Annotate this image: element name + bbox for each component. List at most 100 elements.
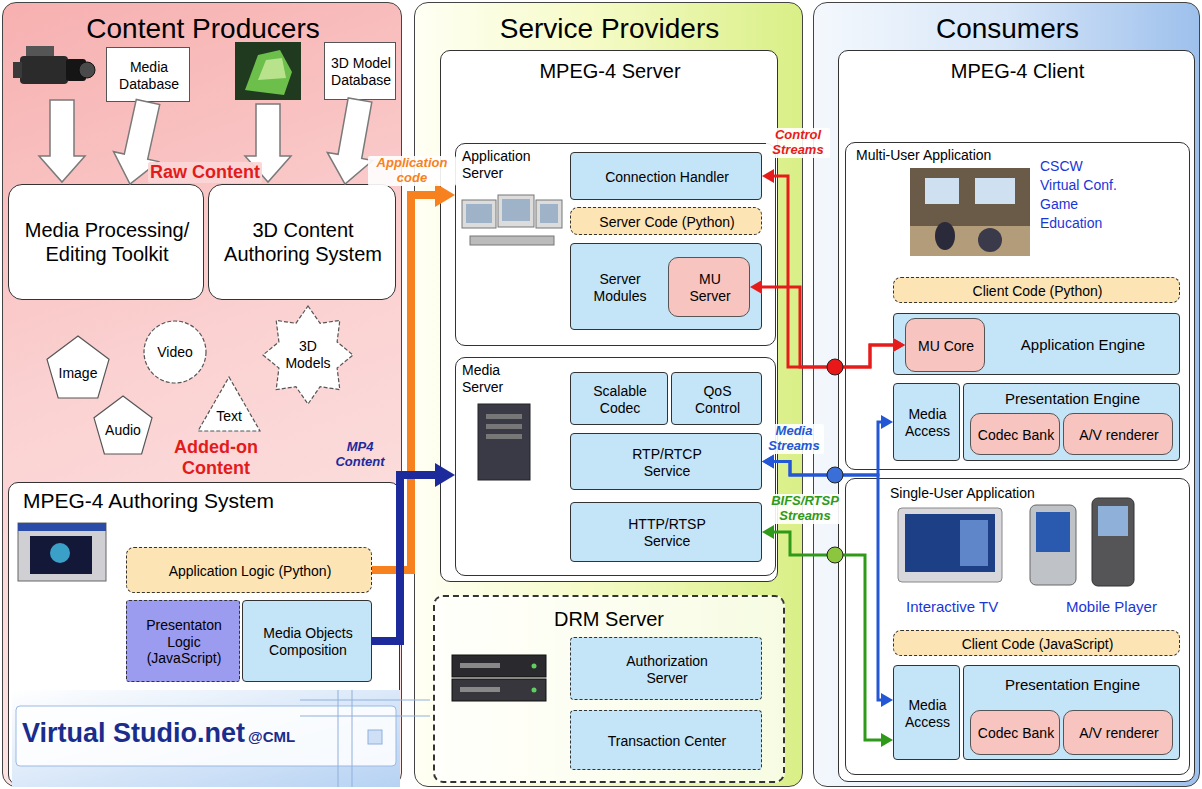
text-slot: MPEG-4 Server [441,57,779,87]
node-text: 3D Content Authoring System [215,219,391,266]
connector [762,169,905,367]
group-box: Single-User ApplicationClient Code (Java… [845,478,1190,775]
node-text: Application Logic (Python) [169,563,332,580]
text-slot: Client Code (Python) [898,279,1177,303]
pent-outline [94,396,152,454]
node-text: Content Producers [86,12,319,45]
node-text: Server Code (Python) [599,214,734,231]
annotation-label: Raw Content [148,162,262,183]
text-slot: Application Engine [990,316,1176,374]
tv-screen [905,514,995,572]
tool-box: Media Processing/ Editing Toolkit [8,184,204,300]
model-highlight [258,58,286,80]
annotation-label: Education [1040,215,1102,231]
module-box: Server ModulesMU Server [570,243,762,330]
label-slot: Mobile Player [1066,598,1157,616]
annotation-label: Mobile Player [1066,598,1157,615]
drive-slot [486,424,522,429]
junction-dot [827,547,843,563]
camera-lens [66,59,86,81]
monitor-screen [540,204,558,223]
circle-outline [144,321,206,383]
module-box: Scalable Codec [570,372,668,425]
arrowhead [893,338,905,352]
node-text: Audio [105,422,141,439]
connector [762,455,893,708]
camera-lens-glass [79,62,95,78]
annotation-label: Added-on Content [166,437,266,478]
tri-outline [198,377,260,431]
node-text: Codec Bank [978,427,1054,444]
node-text: A/V renderer [1079,427,1158,444]
drive-slot [486,414,522,419]
core-box: Codec Bank [970,710,1060,755]
node-text: Media Processing/ Editing Toolkit [15,219,199,266]
connector [750,280,905,367]
node-text: Application Engine [1021,336,1145,354]
text-slot: 3D Models [282,325,334,385]
text-slot: QoS Control [682,375,753,424]
rack-slot [460,663,500,668]
arrowhead [881,693,893,707]
node-text: Presentation Engine [1005,390,1140,408]
avatar [935,222,955,250]
connector-line [762,287,893,367]
application-server-picture [462,195,562,245]
annotation-label: Interactive TV [906,598,998,615]
node-text: Presentaton Logic (JavaScript) [130,617,238,667]
pentagon-shape: Audio [93,395,153,455]
logo-plate [16,706,396,766]
annotation-label: CSCW [1040,158,1083,174]
core-box: A/V renderer [1063,710,1173,755]
connector-label: Media Streams [764,424,824,454]
monitor [536,200,562,228]
text-slot: MU Core [916,321,976,371]
circle-shape: Video [143,320,207,384]
pda-body [1030,505,1076,585]
junction-dot [827,359,843,375]
connector [762,525,893,747]
node-text: MPEG-4 Authoring System [23,489,274,514]
picture-ground [235,42,301,100]
tv-menu [960,520,988,566]
text-slot: 3D Model Database [327,45,395,99]
node-text: Scalable Codec [575,383,665,416]
arrowhead [435,183,455,207]
node-text: Multi-User Application [856,147,991,164]
region-panel: Service ProvidersMPEG-4 ServerApplicatio… [414,2,803,787]
scene-floor [910,226,1030,256]
text-slot: Media Objects Composition [247,604,369,680]
text-slot: Codec Bank [974,416,1058,454]
database-box: 3D Model Database [324,42,396,100]
rack-unit [452,655,546,677]
connector [327,98,372,184]
text-slot: RTP/RTCP Service [617,436,717,489]
keyboard [470,236,554,245]
authoring-screenshot [18,523,106,581]
text-slot: MU Server [681,260,739,316]
node-text: RTP/RTCP Service [617,446,717,479]
text-slot: Presentaton Logic (JavaScript) [130,604,238,680]
rack-slot [460,687,500,692]
scene-window [975,178,1015,204]
star-shape: 3D Models [262,305,354,405]
phone-body [1092,498,1134,586]
monitor-screen [502,199,530,221]
block-arrow [39,100,85,182]
connector-label: BIFS/RTSP Streams [766,494,844,524]
database-box: Media Database [106,47,190,102]
label-slot: Added-on Content [166,437,266,478]
logo-panel [12,690,430,787]
mobile-devices-picture [1030,498,1134,586]
node-text: QoS Control [682,383,753,416]
screen-object [50,543,70,563]
module-box: RTP/RTCP Service [570,433,762,490]
node-text: 3D Model Database [327,55,395,88]
grid-line [300,700,430,701]
node-text: Media Server [462,362,534,395]
node-text: MPEG-4 Client [951,60,1084,84]
node-text: Application Server [462,148,562,181]
camcorder-icon [13,46,95,84]
module-box: Media Access [893,383,960,461]
block-arrow [327,98,372,184]
